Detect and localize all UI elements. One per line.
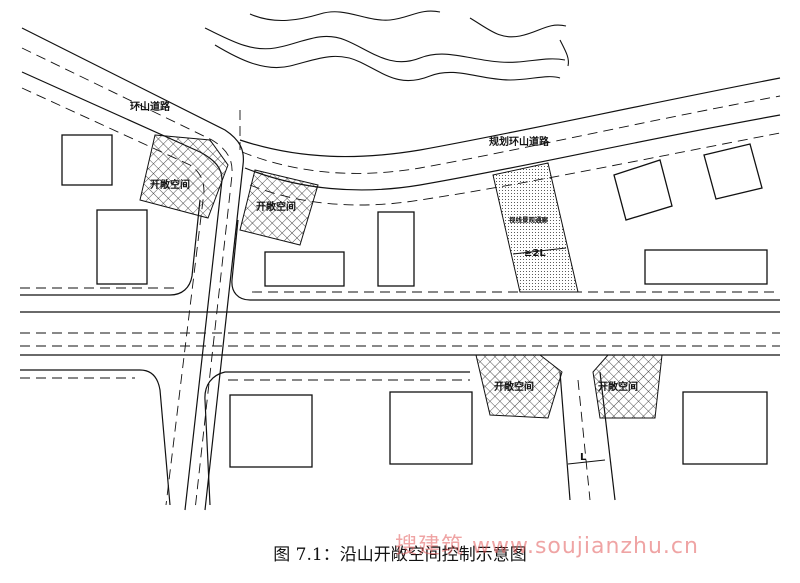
figure-caption: 图 7.1：沿山开敞空间控制示意图 <box>273 545 527 565</box>
building <box>644 249 768 285</box>
open-space-area <box>239 169 319 246</box>
watermark: 搜建筑 www.soujianzhu.cn <box>395 534 699 559</box>
road-centerlines <box>20 47 781 511</box>
open-space-label: 开敞空间 <box>494 380 534 393</box>
open-space-area <box>475 354 563 419</box>
building <box>613 159 673 221</box>
open-space-area <box>592 354 663 419</box>
view-corridor-area <box>492 162 579 293</box>
building <box>229 394 313 468</box>
building <box>264 251 345 287</box>
road-network <box>20 27 781 511</box>
open-space-label: 开敞空间 <box>150 178 190 191</box>
open-space-area <box>139 134 229 219</box>
corridor-width-dimension <box>512 247 567 255</box>
dimension-l-label: L <box>580 452 587 463</box>
ring-road-label: 环山道路 <box>130 100 171 113</box>
corridor-width-label: ≥2L <box>524 248 546 259</box>
planned-ring-road-label: 规划环山道路 <box>489 135 550 148</box>
building <box>96 209 148 285</box>
open-space-label: 开敞空间 <box>256 200 296 213</box>
open-spaces <box>139 134 663 419</box>
buildings <box>61 134 768 468</box>
building <box>377 211 415 287</box>
view-corridor-label: 视线景观通廊 <box>509 215 549 224</box>
building <box>389 391 473 465</box>
mountain-contours <box>204 10 569 82</box>
l-dimension <box>567 459 606 465</box>
building <box>61 134 113 186</box>
building <box>703 143 763 200</box>
open-space-label: 开敞空间 <box>598 380 638 393</box>
building <box>682 391 768 465</box>
